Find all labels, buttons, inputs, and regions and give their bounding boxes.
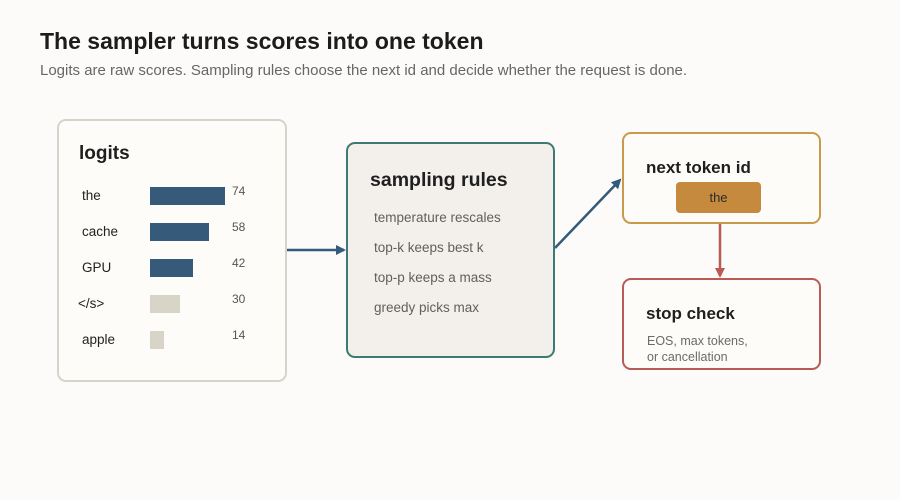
logit-score: 30 bbox=[232, 292, 246, 306]
stop-check-line-1: EOS, max tokens, bbox=[647, 334, 748, 348]
logit-token-label: </s> bbox=[78, 296, 105, 311]
stop-check-title: stop check bbox=[646, 304, 735, 323]
diagram-subtitle: Logits are raw scores. Sampling rules ch… bbox=[40, 62, 688, 79]
next-token-panel: next token id the bbox=[622, 132, 821, 224]
sampling-rules-panel: sampling rules temperature rescales top-… bbox=[346, 142, 555, 358]
next-token-title: next token id bbox=[646, 158, 751, 177]
logit-score: 58 bbox=[232, 220, 246, 234]
arrow-rules-to-next bbox=[554, 178, 622, 249]
next-token-chip: the bbox=[676, 182, 761, 213]
logits-title: logits bbox=[79, 143, 130, 164]
logit-token-label: cache bbox=[82, 224, 119, 239]
logit-score: 74 bbox=[232, 184, 246, 198]
rule-temperature: temperature rescales bbox=[374, 210, 501, 225]
logit-bar bbox=[150, 187, 225, 205]
rule-top-p: top-p keeps a mass bbox=[374, 270, 492, 285]
logit-token-label: GPU bbox=[82, 260, 112, 275]
rule-top-k: top-k keeps best k bbox=[374, 240, 484, 255]
logit-bar bbox=[150, 295, 180, 313]
logit-token-label: the bbox=[82, 188, 101, 203]
stop-check-panel: stop check EOS, max tokens, or cancellat… bbox=[622, 278, 821, 370]
logit-bar bbox=[150, 223, 209, 241]
diagram-title: The sampler turns scores into one token bbox=[40, 28, 484, 54]
logit-score: 42 bbox=[232, 256, 246, 270]
logit-score: 14 bbox=[232, 328, 246, 342]
logit-token-label: apple bbox=[82, 332, 116, 347]
logit-bar bbox=[150, 331, 164, 349]
rule-greedy: greedy picks max bbox=[374, 300, 480, 315]
sampling-rules-title: sampling rules bbox=[370, 169, 508, 191]
stop-check-line-2: or cancellation bbox=[647, 350, 728, 364]
logit-bar bbox=[150, 259, 193, 277]
